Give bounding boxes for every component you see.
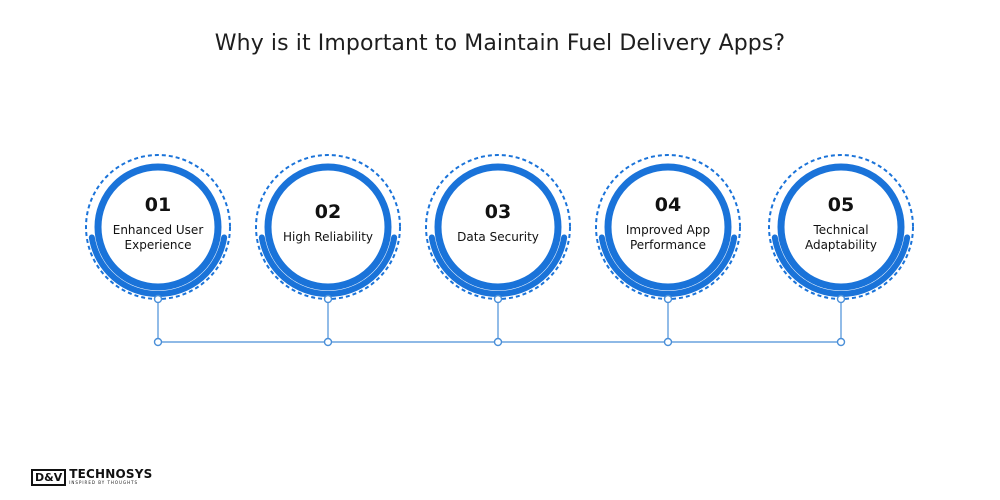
step-1-accent-arc — [88, 234, 228, 297]
step-number: 01 — [144, 193, 172, 216]
step-label: High Reliability — [282, 230, 374, 244]
step-number: 05 — [827, 193, 855, 216]
step-4-ring — [604, 163, 732, 291]
step-3: 03 Data Security — [438, 167, 558, 287]
step-2-node-top — [323, 294, 333, 304]
logo-wordmark: TECHNOSYS — [69, 467, 153, 481]
step-4-node-bus — [663, 337, 673, 347]
step-3-ring — [434, 163, 562, 291]
step-5-ring — [777, 163, 905, 291]
step-1-ring — [94, 163, 222, 291]
step-2-node-bus — [323, 337, 333, 347]
step-5-node-top — [836, 294, 846, 304]
company-logo: D&V TECHNOSYS INSPIRED BY THOUGHTS — [31, 466, 153, 488]
step-1-node-top — [153, 294, 163, 304]
step-1-node-bus — [153, 337, 163, 347]
step-2-accent-arc — [258, 234, 398, 297]
step-label: Data Security — [457, 230, 539, 244]
step-label: Improved App Performance — [625, 222, 711, 252]
step-3-node-bus — [493, 337, 503, 347]
step-5-node-bus — [836, 337, 846, 347]
step-3-node-top — [493, 294, 503, 304]
step-2: 02 High Reliability — [268, 167, 388, 287]
step-number: 03 — [484, 201, 512, 223]
step-4-node-top — [663, 294, 673, 304]
step-5: 05 Technical Adaptability — [781, 167, 901, 287]
logo-tagline: INSPIRED BY THOUGHTS — [69, 480, 139, 485]
step-number: 02 — [314, 201, 342, 223]
step-2-ring — [264, 163, 392, 291]
step-4-accent-arc — [598, 234, 738, 297]
logo-mark: D&V — [31, 468, 67, 486]
step-label: Technical Adaptability — [804, 222, 878, 252]
step-4: 04 Improved App Performance — [608, 167, 728, 287]
step-3-accent-arc — [428, 234, 568, 297]
step-label: Enhanced User Experience — [112, 222, 204, 252]
page-title: Why is it Important to Maintain Fuel Del… — [214, 31, 786, 56]
step-number: 04 — [654, 193, 682, 216]
step-5-accent-arc — [771, 234, 911, 297]
step-1: 01 Enhanced User Experience — [98, 167, 218, 287]
